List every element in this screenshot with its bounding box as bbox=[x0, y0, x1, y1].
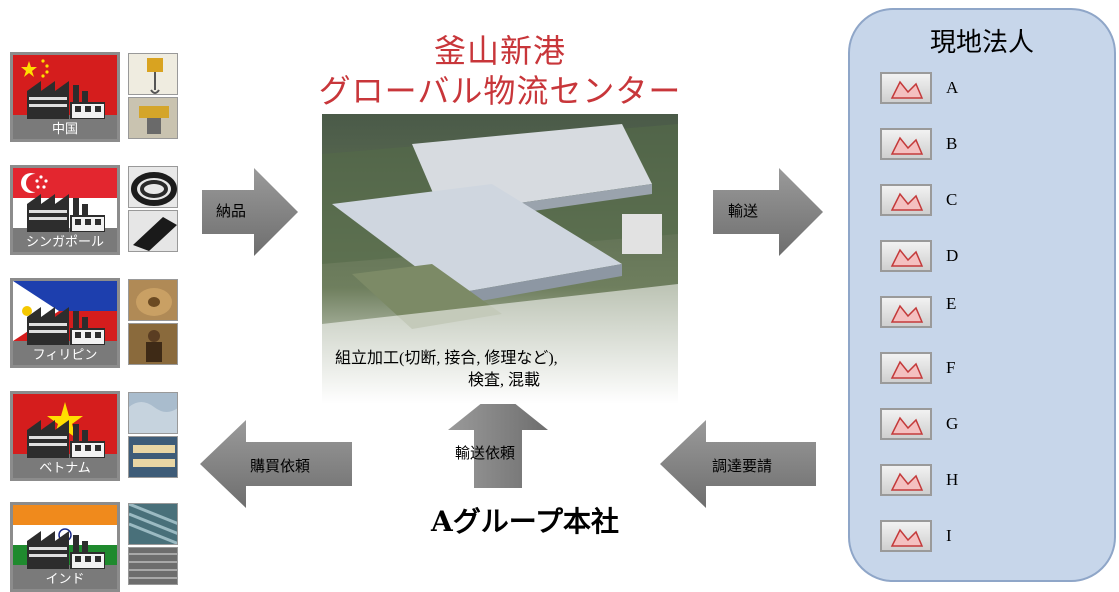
subsidiary-label: C bbox=[946, 190, 958, 209]
country-label: シンガポール bbox=[25, 235, 104, 250]
map-icon bbox=[880, 464, 932, 496]
transport-label: 輸送 bbox=[728, 202, 759, 220]
logistics-center-photo bbox=[322, 114, 678, 404]
factory-icon bbox=[27, 531, 105, 569]
factory-icon bbox=[27, 420, 105, 458]
subsidiary-label: D bbox=[946, 246, 959, 265]
center-title-line2: グローバル物流センター bbox=[318, 72, 682, 110]
mesh-product-image bbox=[128, 547, 178, 585]
transport-request-label: 輸送依頼 bbox=[455, 444, 516, 462]
map-icon bbox=[880, 184, 932, 216]
hose-product-image bbox=[128, 166, 178, 208]
crane-product-image bbox=[128, 97, 178, 139]
center-caption-line2: 検査, 混載 bbox=[468, 372, 541, 389]
map-icon bbox=[880, 352, 932, 384]
subsidiary-label: I bbox=[946, 526, 952, 545]
center-caption-line1: 組立加工(切断, 接合, 修理など), bbox=[335, 350, 558, 367]
worker-product-image bbox=[128, 323, 178, 365]
subsidiary-label: F bbox=[946, 358, 956, 377]
headquarters-label: Aグループ本社 bbox=[430, 505, 620, 538]
map-icon bbox=[880, 240, 932, 272]
subsidiaries-panel: 現地法人 A B C D E F G H I bbox=[848, 8, 1116, 582]
subsidiary-label: H bbox=[946, 470, 959, 489]
map-icon bbox=[880, 408, 932, 440]
country-box-philippines: フィリピン bbox=[10, 278, 120, 368]
fabric-product-image bbox=[128, 392, 178, 434]
subsidiary-label: G bbox=[946, 414, 959, 433]
subsidiary-label: A bbox=[946, 78, 959, 97]
country-label: インド bbox=[45, 572, 85, 587]
subsidiary-label: B bbox=[946, 134, 958, 153]
country-label: ベトナム bbox=[39, 461, 91, 476]
arrow-right-delivery bbox=[202, 168, 298, 256]
country-box-china: 中国 bbox=[10, 52, 120, 142]
map-icon bbox=[880, 296, 932, 328]
subsidiary-label: E bbox=[946, 294, 957, 313]
map-icon bbox=[880, 72, 932, 104]
arrow-left-procurement-request bbox=[660, 420, 816, 508]
rubber-sheet-product-image bbox=[128, 210, 178, 252]
center-title-line1: 釜山新港 bbox=[433, 32, 566, 70]
country-box-singapore: シンガポール bbox=[10, 165, 120, 255]
factory-icon bbox=[27, 81, 105, 119]
arrow-right-transport bbox=[713, 168, 823, 256]
cable-product-image bbox=[128, 503, 178, 545]
country-box-vietnam: ベトナム bbox=[10, 391, 120, 481]
country-label: 中国 bbox=[51, 122, 78, 137]
subsidiaries-title: 現地法人 bbox=[929, 28, 1034, 58]
map-icon bbox=[880, 128, 932, 160]
delivery-label: 納品 bbox=[216, 202, 247, 220]
map-icon bbox=[880, 520, 932, 552]
rope-product-image bbox=[128, 436, 178, 478]
hoist-product-image bbox=[128, 53, 178, 95]
arrow-up-transport-request bbox=[448, 390, 548, 488]
factory-icon bbox=[27, 194, 105, 232]
arrow-left-purchase-request bbox=[200, 420, 352, 508]
factory-icon bbox=[27, 307, 105, 345]
wheel-product-image bbox=[128, 279, 178, 321]
purchase-request-label: 購買依頼 bbox=[250, 457, 311, 475]
country-label: フィリピン bbox=[32, 348, 98, 363]
procurement-request-label: 調達要請 bbox=[712, 457, 773, 475]
country-box-india: インド bbox=[10, 502, 120, 592]
